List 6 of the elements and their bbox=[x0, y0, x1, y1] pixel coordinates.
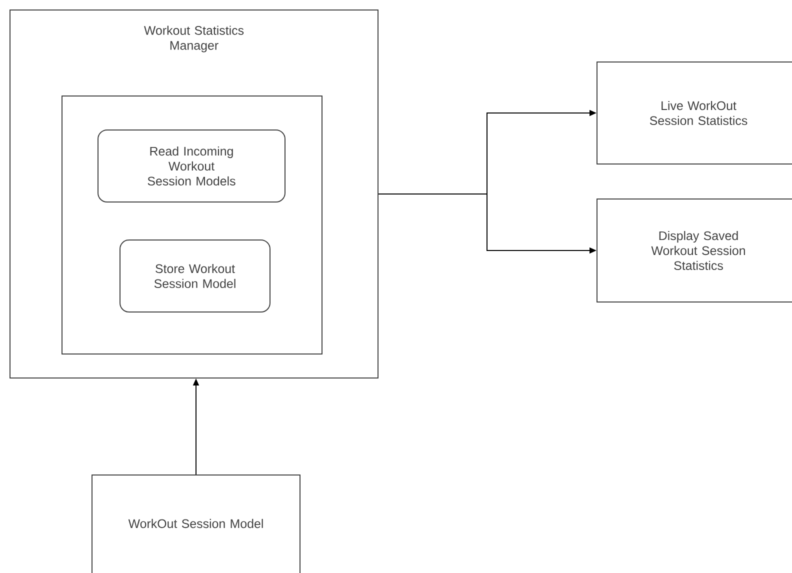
process-box: Live WorkOut Session Statistics bbox=[596, 62, 792, 164]
process-box: Display Saved Workout Session Statistics bbox=[596, 198, 792, 302]
inner-box bbox=[62, 96, 322, 354]
process-box: WorkOut Session Model bbox=[92, 474, 300, 573]
rounded-box: Store Workout Session Model bbox=[120, 240, 270, 312]
rounded-box: Read Incoming Workout Session Models bbox=[98, 130, 286, 202]
